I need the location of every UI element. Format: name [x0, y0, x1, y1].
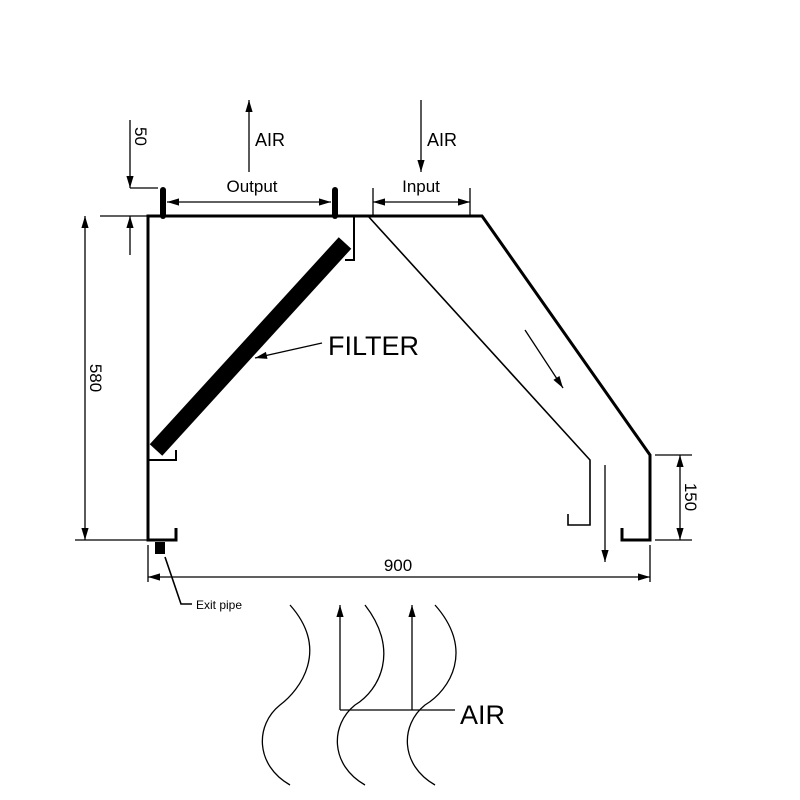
dimension-900-label: 900 — [384, 556, 412, 575]
exit-pipe-label: Exit pipe — [196, 598, 242, 612]
output-dimension: Output — [160, 177, 338, 219]
input-dimension: Input — [372, 177, 471, 216]
dimension-50: 50 — [100, 120, 158, 255]
bottom-air-flow: AIR — [261, 604, 505, 786]
dimension-150: 150 — [655, 454, 700, 541]
air-input-label: AIR — [427, 130, 457, 150]
dimension-150-label: 150 — [681, 483, 700, 511]
air-input-arrow: AIR — [417, 100, 457, 172]
filter-label: FILTER — [328, 331, 419, 361]
filter-label-group: FILTER — [254, 331, 419, 361]
input-label: Input — [402, 177, 440, 196]
dimension-900: 900 — [147, 545, 651, 582]
air-output-arrow: AIR — [245, 100, 285, 172]
air-output-label: AIR — [255, 130, 285, 150]
exit-pipe: Exit pipe — [155, 542, 242, 612]
dimension-50-label: 50 — [131, 127, 150, 146]
flow-arrow-diagonal — [524, 329, 564, 389]
dimension-580-label: 580 — [86, 364, 105, 392]
dimension-580: 580 — [75, 216, 148, 541]
output-label: Output — [226, 177, 277, 196]
filter-element — [149, 237, 352, 456]
air-bottom-label: AIR — [460, 700, 505, 730]
housing-outline — [146, 214, 652, 542]
